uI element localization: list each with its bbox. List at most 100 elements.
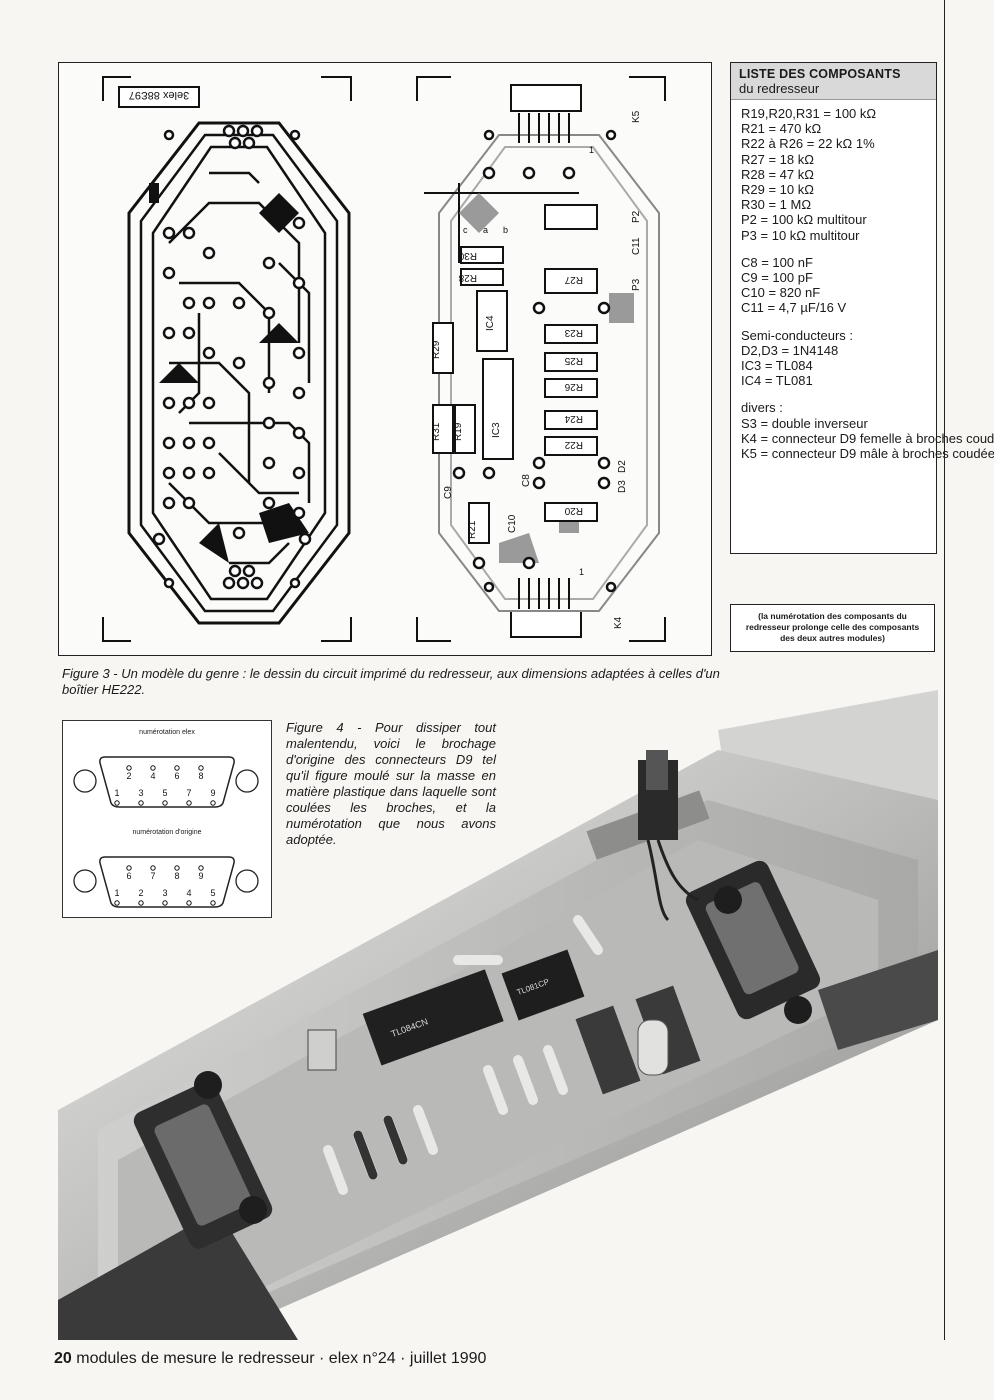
d9-pin-number: 1 [114,888,119,898]
switch-s3 [586,750,710,860]
svg-text:R24: R24 [564,413,583,424]
parts-line: K5 = connecteur D9 mâle à broches coudée… [741,446,994,462]
parts-line: D2,D3 = 1N4148 [741,342,839,358]
d9-pin-number: 3 [138,788,143,798]
svg-text:C11: C11 [631,237,642,255]
d9-pin-number: 6 [174,771,179,781]
svg-text:D3: D3 [617,480,628,493]
parts-line: C9 = 100 pF [741,270,813,286]
d9-pin-number: 6 [126,871,131,881]
parts-line: R29 = 10 kΩ [741,182,814,198]
pcb-svg: 3elex 88Ɛ97 [102,76,666,642]
d9-pin [186,900,192,906]
d9-pin [114,800,120,806]
svg-text:1: 1 [589,145,594,155]
parts-list-title: LISTE DES COMPOSANTS [739,67,901,81]
parts-list-header: LISTE DES COMPOSANTS du redresseur [731,63,936,100]
svg-text:C9: C9 [443,486,454,499]
photo-rectifier-module: TL084CN TL081CP [58,690,938,1340]
parts-line: P3 = 10 kΩ multitour [741,227,860,243]
parts-line: P2 = 100 kΩ multitour [741,212,867,228]
d9-pin-number: 7 [186,788,191,798]
svg-text:R26: R26 [564,381,583,392]
d9-pin [198,865,204,871]
d9-pin-number: 7 [150,871,155,881]
parts-line: Semi-conducteurs : [741,327,853,343]
svg-text:R22: R22 [564,439,583,450]
svg-text:C10: C10 [507,514,518,533]
svg-text:R23: R23 [564,327,583,338]
ic4-chip: TL081CP [501,949,585,1021]
figure4-d9-pinout: numérotation elex 2 4 6 8 1 3 5 7 9 numérotatio… [62,720,272,918]
svg-text:R21: R21 [467,520,478,539]
d9-pin [174,765,180,771]
svg-text:K4: K4 [613,616,624,629]
page-footer: 20 modules de mesure le redresseur · ele… [54,1350,486,1368]
figure3-pcb-drawing: 3elex 88Ɛ97 [58,62,712,656]
d9-pin [126,865,132,871]
svg-text:D2: D2 [617,460,628,473]
pcb-component-layer: K5 K4 R30 R28 R29 R31 R19 IC3 IC4 R27 R2… [424,84,660,638]
d9-pin-number: 8 [174,871,179,881]
d9-pin-number: 9 [198,871,203,881]
parts-line: K4 = connecteur D9 femelle à broches cou… [741,430,994,446]
d9-pin [138,900,144,906]
d9-pin [198,765,204,771]
svg-text:IC4: IC4 [485,315,496,331]
svg-text:R30: R30 [458,250,477,261]
figure3-caption: Figure 3 - Un modèle du genre : le dessi… [62,666,720,697]
ic3-chip: TL084CN [362,969,504,1066]
parts-line: IC4 = TL081 [741,373,813,389]
label-elex-numbering: numérotation elex [139,729,195,736]
footer-text: modules de mesure le redresseur · elex n… [76,1350,487,1367]
parts-line: R19,R20,R31 = 100 kΩ [741,106,877,121]
d9-pin-number: 5 [210,888,215,898]
parts-line: IC3 = TL084 [741,358,813,374]
svg-text:R31: R31 [431,422,442,441]
d9-pin [174,865,180,871]
svg-text:P3: P3 [631,278,642,291]
right-margin-rule [944,0,945,1340]
parts-line: C11 = 4,7 µF/16 V [741,300,847,316]
capacitor-c11 [637,1019,669,1076]
d9-pin-number: 4 [150,771,155,781]
d9-pin [186,800,192,806]
d9-connector-right [685,860,821,1024]
d9-pin-number: 4 [186,888,191,898]
figure4-caption: Figure 4 - Pour dissiper tout malentendu… [286,720,496,847]
svg-text:R19: R19 [453,422,464,441]
svg-text:P2: P2 [631,210,642,223]
page-number: 20 [54,1350,72,1367]
svg-text:a: a [483,225,488,235]
parts-line: S3 = double inverseur [741,415,868,431]
svg-text:R20: R20 [564,505,583,516]
d9-connector-left [133,1071,273,1249]
pcb-copper-layer: 3elex 88Ɛ97 [118,86,351,625]
d9-pin-number: 2 [126,771,131,781]
d9-pin [150,865,156,871]
svg-text:IC3: IC3 [491,422,502,438]
d9-pin [210,900,216,906]
parts-line: C10 = 820 nF [741,285,821,301]
d9-pin-number: 2 [138,888,143,898]
svg-text:R28: R28 [458,272,477,283]
d9-pin [114,900,120,906]
svg-text:1: 1 [579,567,584,577]
numbering-note: (la numérotation des composants du redre… [730,604,935,652]
svg-text:R29: R29 [431,340,442,359]
parts-list-subtitle: du redresseur [739,81,820,96]
d9-pin-number: 5 [162,788,167,798]
d9-pin [162,800,168,806]
svg-text:K5: K5 [631,110,642,123]
d9-pin [162,900,168,906]
svg-text:b: b [503,225,508,235]
label-origin-numbering: numérotation d'origine [132,829,202,836]
parts-line: C8 = 100 nF [741,254,813,270]
parts-line: R28 = 47 kΩ [741,166,814,182]
d9-pin [210,800,216,806]
d9-pin [126,765,132,771]
svg-text:3elex 88Ɛ97: 3elex 88Ɛ97 [129,89,189,101]
